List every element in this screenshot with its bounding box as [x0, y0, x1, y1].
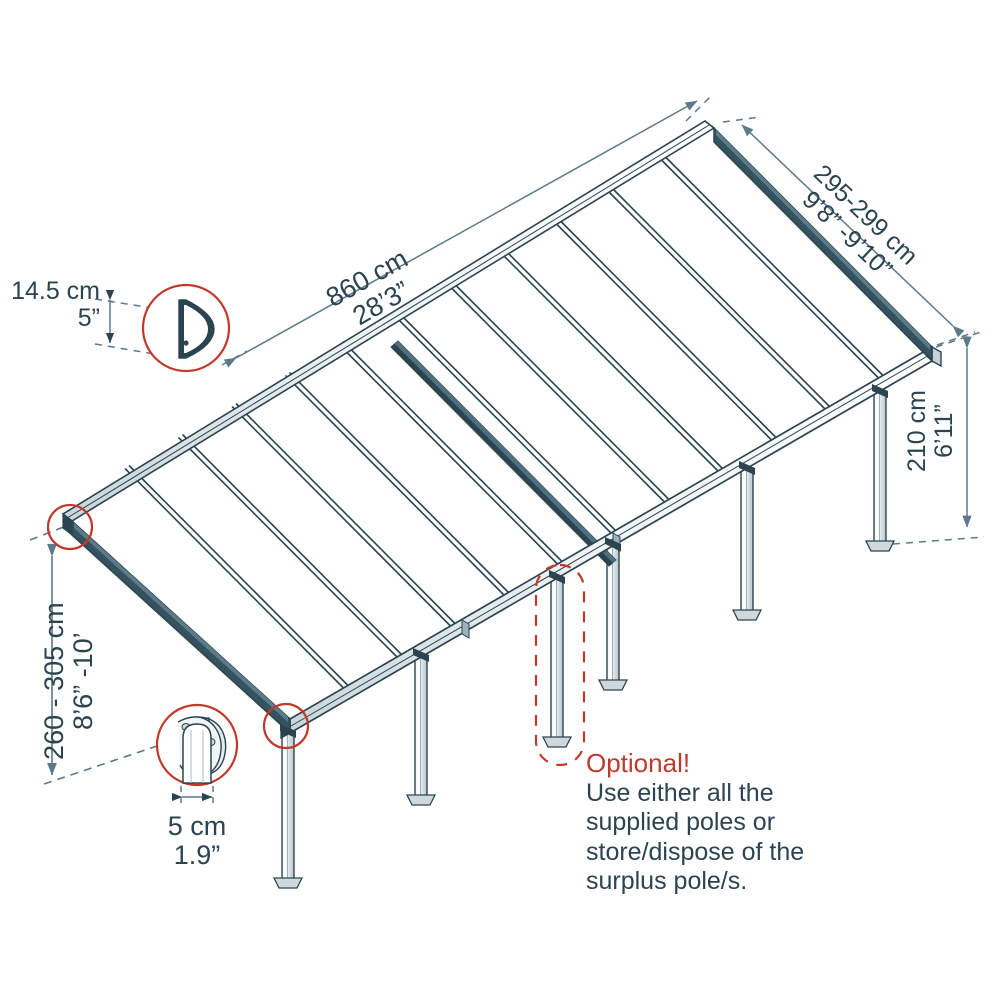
optional-note-heading: Optional! [586, 748, 691, 778]
optional-note-line-2: store/dispose of the [586, 837, 805, 866]
optional-note: Optional! Use either all the supplied po… [586, 748, 804, 897]
post-top-detail [262, 702, 310, 750]
post-cap-detail [155, 703, 239, 787]
optional-post-highlight [534, 563, 586, 767]
post-3 [597, 540, 629, 691]
dimension-wall-height [29, 515, 161, 785]
roof [61, 120, 942, 740]
dimension-label-wall-height: 260 - 305 cm 8’6” -10’ [38, 602, 98, 760]
dimension-label-gutter-height: 14.5 cm 5” [11, 277, 100, 332]
gutter-section-detail [141, 283, 231, 373]
post-0 [272, 727, 304, 889]
dimension-front-height [879, 330, 985, 546]
post-1 [405, 651, 437, 806]
support-posts [272, 387, 896, 889]
optional-note-line-1: supplied poles or [586, 808, 776, 837]
post-top-connectors [280, 384, 888, 738]
dimension-label-front-height: 210 cm 6’11” [903, 390, 958, 472]
dimension-label-post-width: 5 cm 1.9” [167, 811, 227, 871]
right-side-gutter [713, 126, 933, 363]
dimension-depth [722, 116, 976, 346]
roof-rafter-accent [390, 340, 617, 567]
roof-rafters [124, 155, 884, 689]
dimension-length [221, 94, 713, 368]
optional-note-line-3: surplus pole/s. [586, 867, 748, 896]
optional-note-line-0: Use either all the [586, 778, 774, 807]
left-side-gutter [62, 512, 291, 735]
post-4 [731, 464, 763, 621]
front-corner-detail [46, 503, 94, 551]
